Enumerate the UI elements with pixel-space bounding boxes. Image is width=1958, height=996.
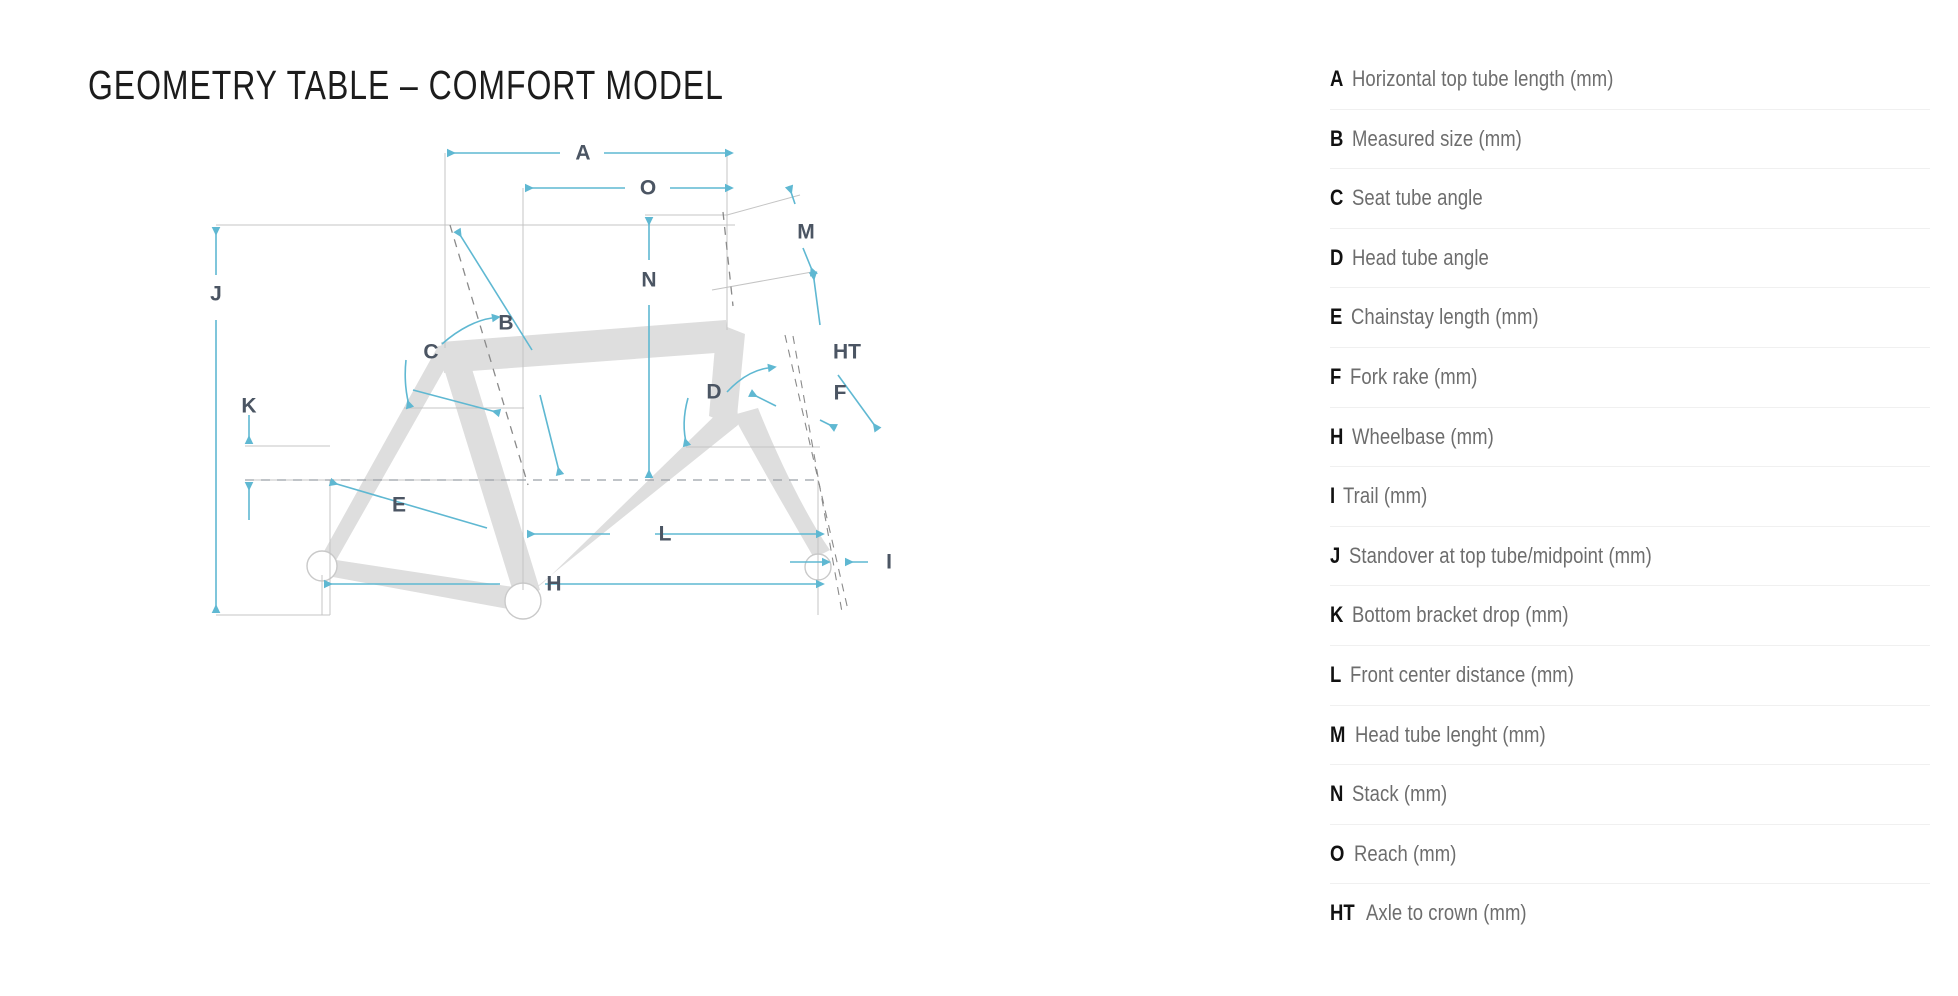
dim-label-j: J: [210, 283, 222, 306]
legend-desc: Front center distance (mm): [1349, 661, 1574, 687]
legend-item-n: N Stack (mm): [1330, 765, 1930, 825]
legend-desc: Bottom bracket drop (mm): [1352, 602, 1569, 628]
dim-label-e: E: [392, 494, 406, 517]
dim-label-m: M: [797, 221, 815, 244]
legend-item-h: H Wheelbase (mm): [1330, 408, 1930, 468]
legend-key: A: [1330, 66, 1344, 91]
legend-key: HT: [1330, 900, 1355, 926]
legend-key: I: [1330, 483, 1336, 509]
dim-label-f: F: [834, 382, 847, 405]
legend-desc: Standover at top tube/midpoint (mm): [1348, 542, 1652, 568]
legend-key: F: [1330, 363, 1342, 389]
legend-item-e: E Chainstay length (mm): [1330, 288, 1930, 348]
legend-item-m: M Head tube lenght (mm): [1330, 706, 1930, 766]
legend-key: J: [1330, 542, 1341, 568]
dim-label-d: D: [706, 381, 721, 404]
legend-key: H: [1330, 423, 1344, 449]
legend-item-b: B Measured size (mm): [1330, 110, 1930, 170]
legend-item-j: J Standover at top tube/midpoint (mm): [1330, 527, 1930, 587]
frame-tubes: [317, 320, 830, 611]
dim-label-l: L: [659, 523, 672, 546]
legend-list: A Horizontal top tube length (mm) B Meas…: [1330, 50, 1930, 943]
legend-key: L: [1330, 661, 1342, 687]
dim-label-k: K: [241, 395, 256, 418]
legend-item-a: A Horizontal top tube length (mm): [1330, 50, 1930, 110]
legend-key: D: [1330, 244, 1344, 270]
legend-desc: Head tube angle: [1352, 244, 1490, 270]
legend-desc: Seat tube angle: [1352, 185, 1484, 211]
steering-axis-line: [784, 334, 849, 613]
legend-key: O: [1330, 840, 1345, 866]
legend-desc: Trail (mm): [1342, 483, 1427, 509]
dimension-labels: A O N J K B C D E M HT F L H I: [210, 142, 892, 596]
diagram-column: GEOMETRY TABLE – COMFORT MODEL: [0, 62, 1320, 760]
legend-desc: Fork rake (mm): [1349, 363, 1478, 389]
legend-desc: Stack (mm): [1352, 781, 1448, 807]
legend-item-ht: HT Axle to crown (mm): [1330, 884, 1930, 943]
legend-item-o: O Reach (mm): [1330, 825, 1930, 885]
legend-desc: Measured size (mm): [1352, 125, 1523, 151]
legend-key: E: [1330, 304, 1343, 330]
legend-key: N: [1330, 781, 1344, 807]
legend-desc: Wheelbase (mm): [1352, 423, 1495, 449]
legend-desc: Head tube lenght (mm): [1354, 721, 1546, 747]
dim-label-i: I: [886, 551, 892, 574]
legend-key: K: [1330, 602, 1344, 628]
legend-item-c: C Seat tube angle: [1330, 169, 1930, 229]
dim-label-o: O: [640, 177, 656, 200]
legend-desc: Horizontal top tube length (mm): [1352, 66, 1614, 91]
geometry-drawing: A O N J K B C D E M HT F L H I: [0, 120, 1320, 760]
legend-desc: Chainstay length (mm): [1351, 304, 1539, 330]
legend-key: B: [1330, 125, 1344, 151]
page-title: GEOMETRY TABLE – COMFORT MODEL: [88, 62, 724, 108]
legend-desc: Reach (mm): [1353, 840, 1457, 866]
tube-centerlines: [449, 211, 734, 486]
dim-label-b: B: [498, 312, 513, 335]
dimension-lines: [211, 148, 882, 613]
legend-key: C: [1330, 185, 1344, 211]
legend-item-k: K Bottom bracket drop (mm): [1330, 586, 1930, 646]
dim-label-ht: HT: [833, 341, 861, 364]
legend-item-l: L Front center distance (mm): [1330, 646, 1930, 706]
dim-label-c: C: [423, 341, 438, 364]
legend-item-i: I Trail (mm): [1330, 467, 1930, 527]
legend-desc: Axle to crown (mm): [1365, 900, 1527, 926]
dim-label-n: N: [641, 269, 656, 292]
dim-label-h: H: [546, 573, 561, 596]
legend-item-f: F Fork rake (mm): [1330, 348, 1930, 408]
legend-item-d: D Head tube angle: [1330, 229, 1930, 289]
legend-key: M: [1330, 721, 1346, 747]
dim-label-a: A: [575, 142, 590, 165]
